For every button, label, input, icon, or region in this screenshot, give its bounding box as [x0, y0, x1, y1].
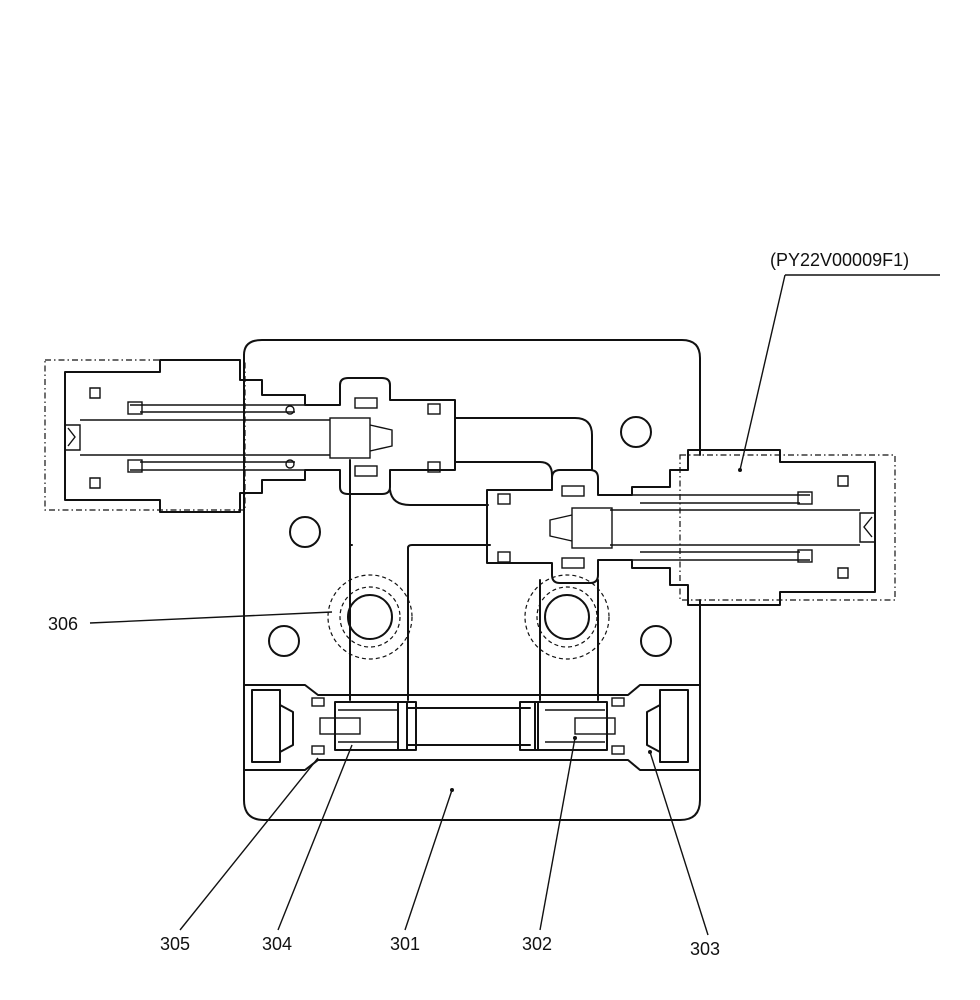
internal-passages	[349, 417, 599, 701]
reference-code-label: (PY22V00009F1)	[770, 250, 909, 270]
mounting-hole	[268, 625, 300, 657]
part-label-304: 304	[262, 934, 292, 954]
mounting-hole	[640, 625, 672, 657]
part-label-303: 303	[690, 939, 720, 959]
valve-body	[243, 339, 701, 821]
part-label-301: 301	[390, 934, 420, 954]
relief-valve-left	[44, 359, 456, 513]
port-left	[327, 574, 413, 660]
part-label-306: 306	[48, 614, 78, 634]
mounting-hole	[289, 516, 321, 548]
part-label-305: 305	[160, 934, 190, 954]
port-right	[524, 574, 610, 660]
relief-valve-right	[486, 449, 896, 606]
shuttle-assembly	[243, 684, 701, 771]
part-label-302: 302	[522, 934, 552, 954]
leader-lines	[89, 274, 940, 936]
mounting-hole	[620, 416, 652, 448]
